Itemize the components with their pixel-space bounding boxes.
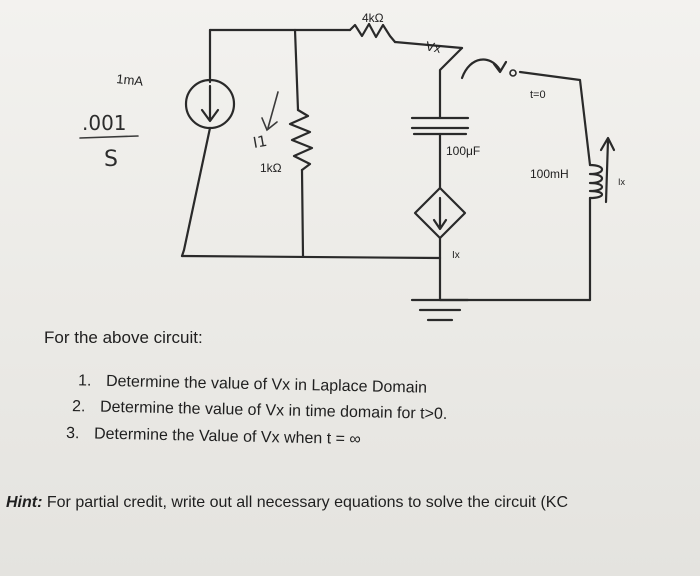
hint-label: Hint: [6, 494, 43, 511]
label-100uf: 100μF [446, 144, 480, 158]
current-source [184, 78, 236, 130]
fraction-line [79, 135, 139, 139]
inductor-current-arrow [599, 136, 616, 204]
right-vertical-wire [518, 70, 592, 302]
label-100mh: 100mH [530, 167, 569, 181]
label-ix-dependent: Ix [452, 250, 460, 261]
label-1k: 1kΩ [260, 161, 282, 175]
question-item: 1. Determine the value of Vx in Laplace D… [78, 372, 427, 397]
question-item: 3. Determine the Value of Vx when t = ∞ [66, 425, 361, 449]
switch-arrowhead [492, 60, 508, 74]
dependent-source [413, 186, 467, 240]
label-ix-inductor: Ix [618, 177, 626, 187]
shunt-resistor [288, 108, 314, 172]
inductor-coil [588, 163, 604, 200]
dependent-source-arrow [432, 196, 448, 231]
switch-contact [509, 69, 517, 77]
question-text: Determine the value of Vx in Laplace Dom… [105, 372, 428, 397]
current-source-arrow [200, 84, 220, 123]
center-branch-wire [438, 46, 464, 260]
question-number: 1. [77, 372, 92, 390]
left-vertical-wire [180, 28, 212, 258]
hint-text: For partial credit, write out all necess… [42, 494, 568, 511]
handwritten-fraction-bottom: S [104, 147, 118, 172]
circuit-diagram: 4kΩ Vx t=0 1mA 1kΩ 100μF 100mH Ix Ix .00… [79, 11, 626, 322]
shunt-branch-wire [293, 28, 305, 258]
question-number: 2. [71, 398, 86, 416]
label-vx: Vx [424, 38, 442, 56]
hint-line: Hint: For partial credit, write out all … [6, 494, 568, 512]
bottom-right-wire [438, 256, 592, 302]
label-4k: 4kΩ [362, 11, 384, 25]
top-right-wire [393, 40, 464, 50]
question-text: Determine the Value of Vx when t = ∞ [93, 425, 361, 449]
problem-heading: For the above circuit: [44, 328, 203, 347]
question-item: 2. Determine the value of Vx in time doma… [72, 398, 448, 424]
handwritten-i1: I1 [252, 132, 269, 152]
bottom-left-wire [180, 254, 442, 260]
question-number: 3. [65, 424, 80, 443]
ground-symbol [410, 298, 470, 322]
question-text: Determine the value of Vx in time domain… [99, 398, 448, 423]
switch-arc [460, 58, 502, 80]
label-switch: t=0 [530, 89, 546, 101]
label-1ma: 1mA [116, 71, 144, 89]
handwritten-fraction-top: .001 [82, 111, 127, 135]
i1-arrow-icon [261, 91, 279, 132]
series-resistor [348, 22, 397, 44]
